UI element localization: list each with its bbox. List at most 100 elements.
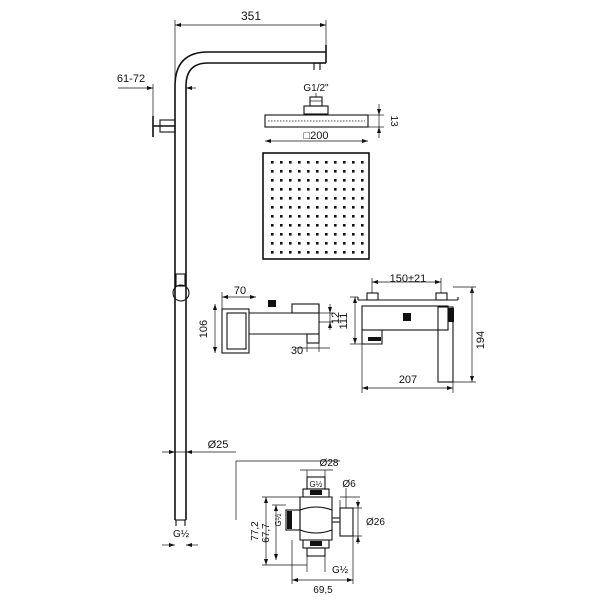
nozzle <box>334 170 337 173</box>
nozzle <box>352 251 355 254</box>
nozzle <box>271 161 274 164</box>
nozzle <box>316 224 319 227</box>
nozzle <box>280 197 283 200</box>
nozzle <box>325 179 328 182</box>
nozzle <box>316 179 319 182</box>
shower-head-side-view: G1/2" 13 □200 <box>264 83 399 143</box>
nozzle <box>307 251 310 254</box>
nozzle <box>307 206 310 209</box>
nozzle <box>361 179 364 182</box>
nozzle <box>343 170 346 173</box>
nozzle <box>298 215 301 218</box>
dimension-label-diameter-28: Ø28 <box>320 458 339 469</box>
nozzle <box>289 206 292 209</box>
nozzle <box>361 251 364 254</box>
nozzle <box>352 170 355 173</box>
nozzle <box>352 206 355 209</box>
nozzle <box>271 251 274 254</box>
nozzle <box>325 188 328 191</box>
nozzle <box>343 206 346 209</box>
nozzle <box>361 242 364 245</box>
nozzle <box>343 242 346 245</box>
nozzle <box>334 215 337 218</box>
nozzle <box>307 242 310 245</box>
dimension-label-diameter-6: Ø6 <box>342 479 356 490</box>
nozzle <box>316 161 319 164</box>
nozzle <box>298 206 301 209</box>
nozzle <box>352 233 355 236</box>
nozzle <box>271 179 274 182</box>
nozzle <box>307 197 310 200</box>
nozzle <box>271 215 274 218</box>
nozzle <box>325 161 328 164</box>
nozzle <box>271 188 274 191</box>
nozzle <box>343 215 346 218</box>
dimension-label-70: 70 <box>234 285 246 297</box>
nozzle <box>271 197 274 200</box>
nozzle <box>271 206 274 209</box>
nozzle <box>280 224 283 227</box>
nozzle <box>316 197 319 200</box>
nozzle <box>361 233 364 236</box>
nozzle <box>361 197 364 200</box>
nozzle <box>352 188 355 191</box>
dimension-label-111: 111 <box>338 313 350 330</box>
nozzle <box>289 170 292 173</box>
dimension-label-207: 207 <box>399 374 417 386</box>
nozzle <box>352 197 355 200</box>
nozzle <box>298 224 301 227</box>
nozzle <box>334 206 337 209</box>
dimension-label-200: □200 <box>304 130 329 142</box>
nozzle <box>280 179 283 182</box>
nozzle <box>289 251 292 254</box>
nozzle <box>289 224 292 227</box>
mixer-front-view: 150±21 111 194 207 <box>338 273 487 393</box>
nozzle <box>334 242 337 245</box>
nozzle <box>361 170 364 173</box>
nozzle <box>271 242 274 245</box>
nozzle <box>325 251 328 254</box>
dimension-label-106: 106 <box>198 320 210 338</box>
nozzle <box>325 197 328 200</box>
dimension-label-centres: 150±21 <box>390 273 427 285</box>
nozzle <box>316 242 319 245</box>
nozzle <box>334 233 337 236</box>
nozzle <box>316 170 319 173</box>
nozzle <box>343 197 346 200</box>
diverter-thread-bottom-label: G½ <box>332 565 349 576</box>
dimension-label-61-72: 61-72 <box>117 73 145 85</box>
nozzle <box>325 206 328 209</box>
nozzle <box>325 215 328 218</box>
column-base-dimensions: Ø25 G½ <box>162 439 236 547</box>
nozzle <box>316 188 319 191</box>
nozzle <box>325 242 328 245</box>
nozzle <box>298 233 301 236</box>
dimension-wall-distance: 61-72 <box>117 73 196 116</box>
nozzle <box>280 251 283 254</box>
inlet-thread-label: G1/2" <box>303 83 329 94</box>
nozzle <box>289 188 292 191</box>
nozzle <box>334 224 337 227</box>
nozzle <box>361 188 364 191</box>
nozzle <box>334 188 337 191</box>
dimension-label-67: 67,7 <box>261 523 272 543</box>
nozzle <box>352 161 355 164</box>
nozzle <box>316 206 319 209</box>
nozzle <box>280 233 283 236</box>
bottom-thread-label: G½ <box>173 529 190 540</box>
nozzle <box>352 215 355 218</box>
nozzle <box>307 215 310 218</box>
dimension-label-diameter-26: Ø26 <box>366 517 385 528</box>
nozzle <box>289 197 292 200</box>
nozzle <box>343 224 346 227</box>
nozzle <box>307 188 310 191</box>
nozzle <box>343 188 346 191</box>
nozzle <box>307 161 310 164</box>
nozzle <box>271 233 274 236</box>
nozzle <box>298 179 301 182</box>
dimension-label-12: 12 <box>330 312 342 324</box>
nozzle <box>307 224 310 227</box>
nozzle-grid <box>271 161 364 254</box>
dimension-overall-width: 351 <box>174 9 327 86</box>
